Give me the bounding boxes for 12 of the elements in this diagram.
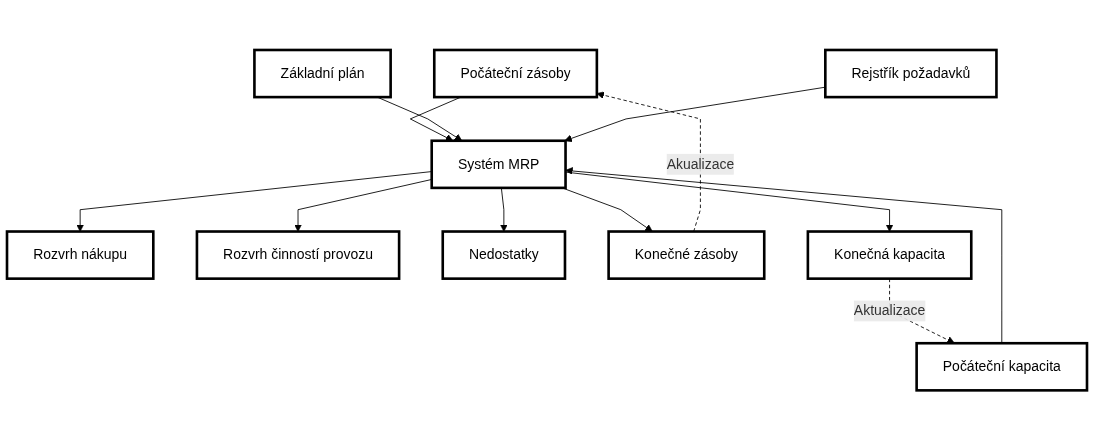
- node-box: Rejstřík požadavků: [824, 49, 998, 99]
- edge-label: Aktualizace: [853, 303, 926, 319]
- node-box: Základní plán: [253, 49, 392, 99]
- node-box: Počáteční kapacita: [915, 342, 1089, 392]
- edge-label: Akualizace: [666, 156, 735, 172]
- node-box: Rozvrh nákupu: [5, 230, 155, 281]
- node-box: Rozvrh činností provozu: [195, 230, 401, 281]
- node-box: Počáteční zásoby: [432, 49, 599, 99]
- node-box: Nedostatky: [441, 230, 567, 281]
- node-box: Konečné zásoby: [607, 230, 766, 281]
- node-box: Konečná kapacita: [806, 230, 973, 281]
- node-box: Systém MRP: [430, 139, 567, 190]
